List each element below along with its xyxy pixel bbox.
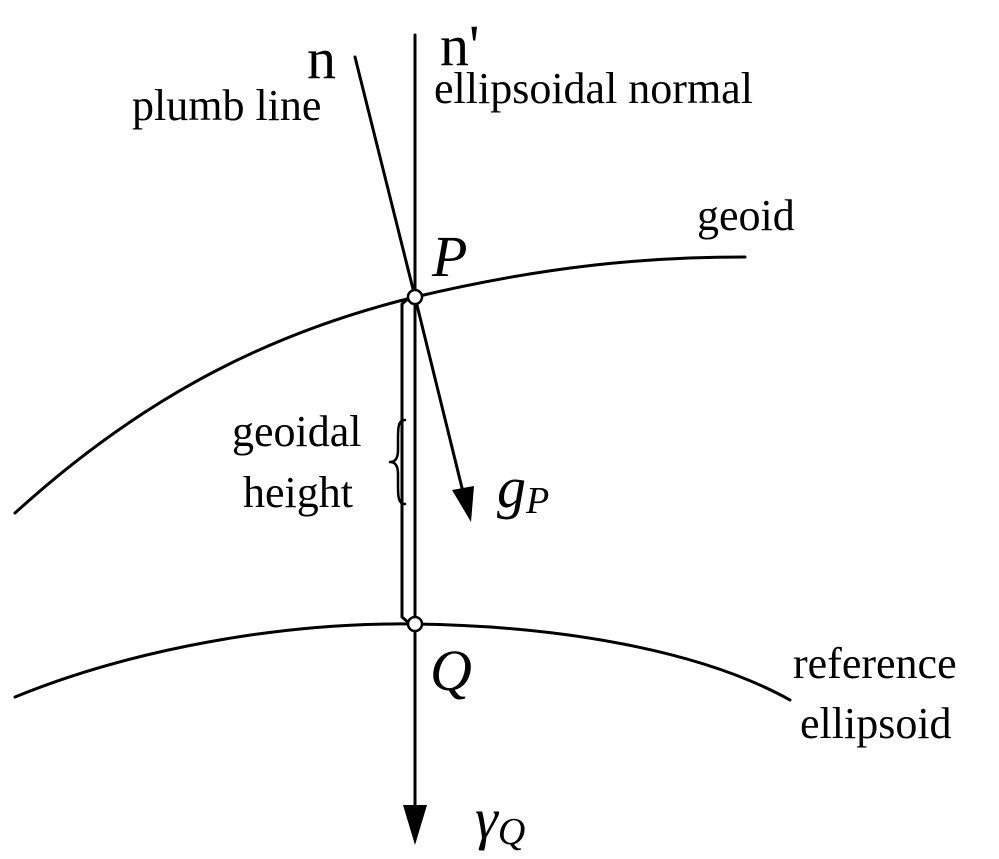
label-gamma: γ (475, 786, 500, 851)
label-point-p: P (431, 224, 467, 289)
curly-brace (388, 418, 407, 506)
label-point-q: Q (430, 638, 472, 703)
point-p-marker (406, 288, 424, 306)
label-gravity-g: g (497, 455, 526, 520)
label-ellipsoidal-normal: ellipsoidal normal (434, 64, 753, 113)
label-geoidal-height-line2: height (243, 468, 353, 517)
gamma-arrowhead (403, 805, 427, 845)
label-geoidal-height-line1: geoidal (232, 407, 362, 456)
gravity-vector-line (413, 295, 465, 494)
label-n-prime: n' (440, 13, 479, 78)
label-plumb-line: plumb line (132, 81, 321, 130)
plumb-line (353, 55, 417, 299)
label-gamma-q: γQ (475, 786, 525, 853)
label-reference-ellipsoid-line1: reference (793, 639, 957, 688)
point-q-marker (406, 615, 424, 633)
gravity-arrowhead (452, 486, 474, 522)
geoidal-height-bracket (400, 295, 412, 626)
geoid-curve (13, 255, 747, 515)
label-reference-ellipsoid-line2: ellipsoid (800, 699, 952, 748)
label-gravity-subscript: P (525, 480, 549, 522)
label-geoid: geoid (697, 191, 795, 240)
label-gamma-subscript: Q (498, 811, 525, 853)
label-gravity-gp: gP (497, 455, 549, 522)
reference-ellipsoid-curve (13, 622, 792, 702)
label-n: n (307, 26, 336, 91)
